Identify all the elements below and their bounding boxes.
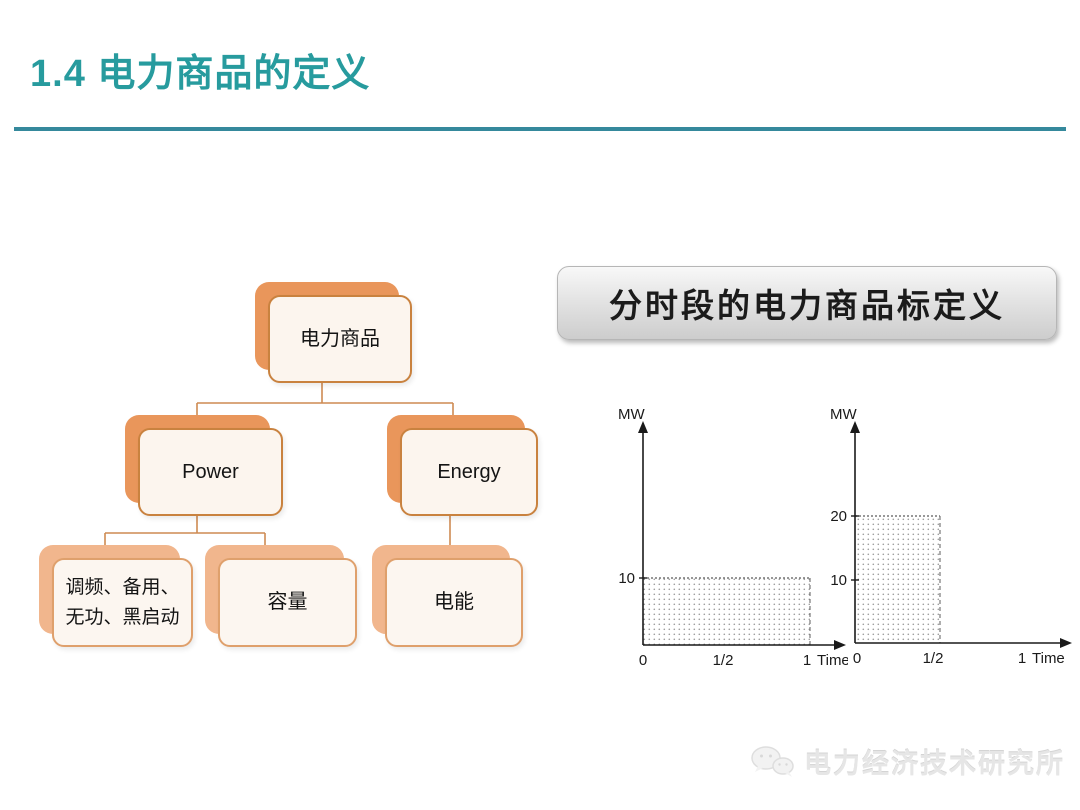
- org-node-power-label: Power: [182, 460, 239, 483]
- chart2-ytick-20: 20: [830, 508, 847, 525]
- chart1-xtick-0: 0: [639, 652, 647, 669]
- org-node-power: Power: [125, 415, 283, 516]
- org-node-capacity-label: 容量: [267, 591, 308, 613]
- org-node-root-label: 电力商品: [300, 327, 380, 350]
- chart1-block-area: [643, 578, 810, 645]
- chart1-xtick-1: 1: [803, 652, 811, 669]
- chart1-ytick-10: 10: [618, 570, 635, 587]
- chart-power-block-half-interval: MW 20 10 0 1/2 1 Time: [830, 406, 1072, 667]
- chart2-xtick-1: 1: [1018, 650, 1026, 667]
- title-divider: [14, 127, 1066, 131]
- chart2-xtick-half: 1/2: [923, 650, 944, 667]
- org-node-energy: Energy: [387, 415, 538, 516]
- org-node-root: 电力商品: [255, 282, 412, 383]
- org-node-ancillary-label-line2: 无功、黑启动: [65, 606, 180, 628]
- org-node-capacity: 容量: [205, 545, 357, 647]
- chart2-xlabel: Time: [1032, 650, 1065, 667]
- page-title: 1.4 电力商品的定义: [30, 53, 371, 95]
- chart2-x-axis-arrow: [1060, 638, 1072, 648]
- footer-watermark: 电力经济技术研究所: [748, 742, 1065, 781]
- chart2-ytick-10: 10: [830, 572, 847, 589]
- chart1-ylabel: MW: [618, 406, 645, 423]
- section-banner: 分时段的电力商品标定义: [557, 266, 1057, 340]
- org-node-ancillary-label-line1: 调频、备用、: [65, 577, 180, 599]
- chart1-xtick-half: 1/2: [713, 652, 734, 669]
- chart2-ylabel: MW: [830, 406, 857, 423]
- chart-power-block-full-interval: MW 10 0 1/2 1 Time: [618, 406, 848, 669]
- org-node-energy-label: Energy: [437, 460, 501, 483]
- chart1-xlabel: Time: [817, 652, 848, 669]
- chart1-x-axis-arrow: [834, 640, 846, 650]
- wechat-logo-icon: [751, 745, 794, 777]
- chart2-block-area: [855, 516, 940, 643]
- footer-brand-text: 电力经济技术研究所: [804, 749, 1065, 779]
- chart1-y-axis-arrow: [638, 421, 648, 433]
- org-node-electric-energy: 电能: [372, 545, 523, 647]
- chart2-xtick-0: 0: [853, 650, 861, 667]
- chart2-y-axis-arrow: [850, 421, 860, 433]
- org-node-ancillary: 调频、备用、 无功、黑启动: [39, 545, 193, 647]
- org-node-electric-energy-label: 电能: [434, 591, 474, 613]
